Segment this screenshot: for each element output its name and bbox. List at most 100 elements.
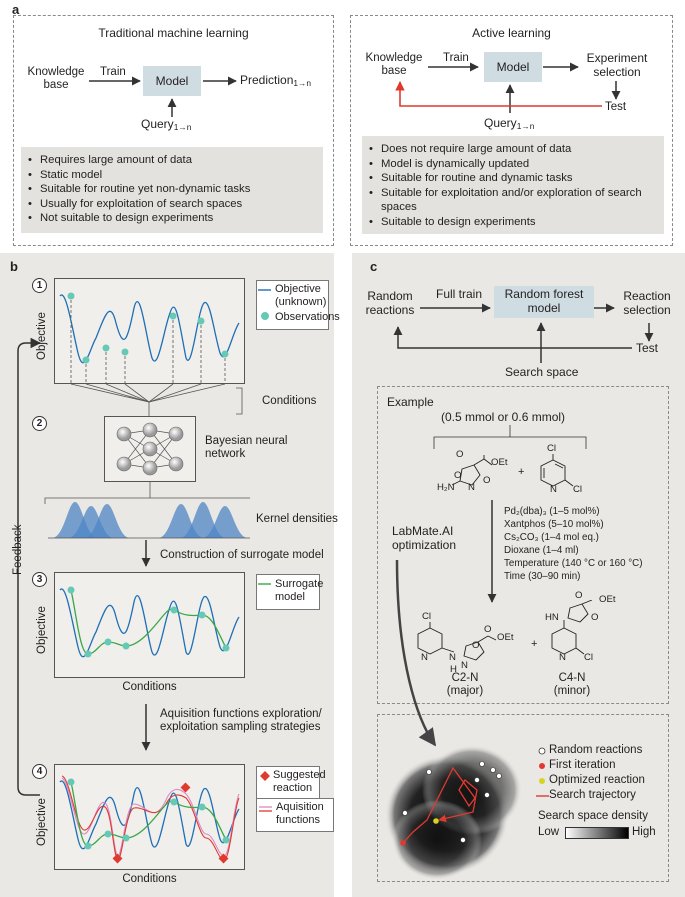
r1-o-ring: O	[454, 470, 462, 481]
c2n-cl: Cl	[422, 611, 432, 622]
legend-first-iteration: First iteration	[549, 759, 616, 771]
search-space-label: Search space	[505, 365, 579, 379]
r1-o-ester: O	[483, 475, 491, 486]
legend-random-reactions: Random reactions	[549, 744, 643, 756]
trad-train-label: Train	[100, 66, 126, 78]
arrow-to-acquisition	[141, 704, 151, 751]
step-4-badge: 4	[32, 764, 47, 779]
r1-o-top: O	[456, 449, 464, 460]
observation-dot	[104, 638, 112, 646]
r2-cl-bottom: Cl	[573, 484, 583, 495]
feedback-arrow	[17, 337, 42, 796]
r2-n: N	[550, 484, 557, 495]
legend-1	[256, 280, 329, 330]
active-query: Query1→n	[484, 116, 535, 131]
observation-dot	[104, 830, 112, 838]
active-model-box: Model	[484, 52, 542, 82]
observation-dot	[84, 842, 92, 850]
conditions-label-4: Conditions	[122, 873, 177, 885]
observation-dot	[169, 312, 177, 320]
kernel-densities	[44, 482, 250, 539]
observation-dot	[170, 798, 178, 806]
condition-solvent: Dioxane (1–4 ml)	[504, 544, 579, 556]
legend-1-symbols	[258, 289, 271, 320]
plus-sign: +	[518, 466, 525, 478]
plot-1-ylabel: Objective	[36, 312, 48, 360]
panel-a-letter: a	[12, 2, 20, 17]
conditions-label-3: Conditions	[122, 681, 177, 693]
trad-arrows	[89, 76, 237, 117]
plot-3-ylabel: Objective	[36, 606, 48, 654]
conditions-list: Pd₂(dba)₃ (1–5 mol%) Xantphos (5–10 mol%…	[504, 506, 643, 583]
traditional-title: Traditional machine learning	[98, 26, 249, 40]
density-gradient-bar	[565, 827, 629, 839]
surrogate-construction-label: Construction of surrogate model	[160, 549, 324, 561]
observations	[67, 292, 229, 384]
observation-dot	[67, 586, 75, 594]
fan-lines	[70, 384, 243, 416]
condition-ligand: Xantphos (5–10 mol%)	[504, 518, 604, 530]
observation-dot	[222, 644, 230, 652]
c2n-o-top: O	[484, 624, 492, 635]
c4n-hn: HN	[545, 612, 559, 623]
panel-c-cycle-arrows	[393, 303, 654, 363]
c4n-n-pyr: N	[559, 652, 566, 663]
trad-query: Query1→n	[141, 117, 192, 132]
reaction-arrow	[487, 500, 497, 603]
example-box	[377, 386, 669, 704]
plot-4-curves	[59, 775, 240, 864]
reactant-2-structure	[540, 454, 574, 487]
traditional-ml-box	[13, 15, 334, 246]
active-arrows	[395, 62, 621, 113]
active-test: Test	[605, 101, 627, 113]
c2n-n-ring: N	[461, 660, 468, 671]
c2n-h: H	[450, 664, 457, 675]
observation-dot	[170, 606, 178, 614]
trad-prediction: Prediction1→n	[240, 73, 312, 88]
observation-dot	[67, 778, 75, 786]
observation-dot	[122, 834, 130, 842]
observation-dot	[121, 348, 129, 356]
product-c2n-structure	[417, 622, 497, 661]
observation-dot	[198, 611, 206, 619]
legend-density-low: Low	[538, 826, 560, 838]
c4n-cl: Cl	[584, 652, 594, 663]
bnn-diagram	[116, 422, 184, 476]
legend-4-acq-symbol	[259, 806, 272, 812]
condition-temperature: Temperature (140 °C or 160 °C)	[504, 557, 643, 569]
search-space-map	[385, 559, 522, 880]
observation-dot	[122, 642, 130, 650]
search-legend-symbols	[536, 747, 549, 797]
active-train-label: Train	[443, 52, 469, 64]
c2n-o-ring: O	[472, 640, 480, 651]
active-learning-box	[350, 15, 673, 246]
plot-3-curves	[59, 586, 240, 658]
legend-search-trajectory: Search trajectory	[549, 789, 636, 801]
legend-3	[256, 574, 320, 610]
plot-3	[54, 572, 245, 678]
c2n-nh: N	[449, 652, 456, 663]
r1-oet: OEt	[491, 457, 508, 468]
suggested-diamond	[112, 853, 123, 864]
plot-1-curve	[59, 294, 240, 364]
step-1-badge: 1	[32, 278, 47, 293]
suggested-diamond	[218, 853, 229, 864]
product-c4n-structure	[551, 600, 593, 655]
amount-label: (0.5 mmol or 0.6 mmol)	[441, 410, 566, 424]
step-3-badge: 3	[32, 572, 47, 587]
c4n-label: C4-N(minor)	[553, 672, 591, 698]
conditions-label-1: Conditions	[262, 395, 317, 407]
plot-4-ylabel: Objective	[36, 798, 48, 846]
active-title: Active learning	[472, 26, 551, 40]
legend-4-diamond	[260, 771, 270, 781]
